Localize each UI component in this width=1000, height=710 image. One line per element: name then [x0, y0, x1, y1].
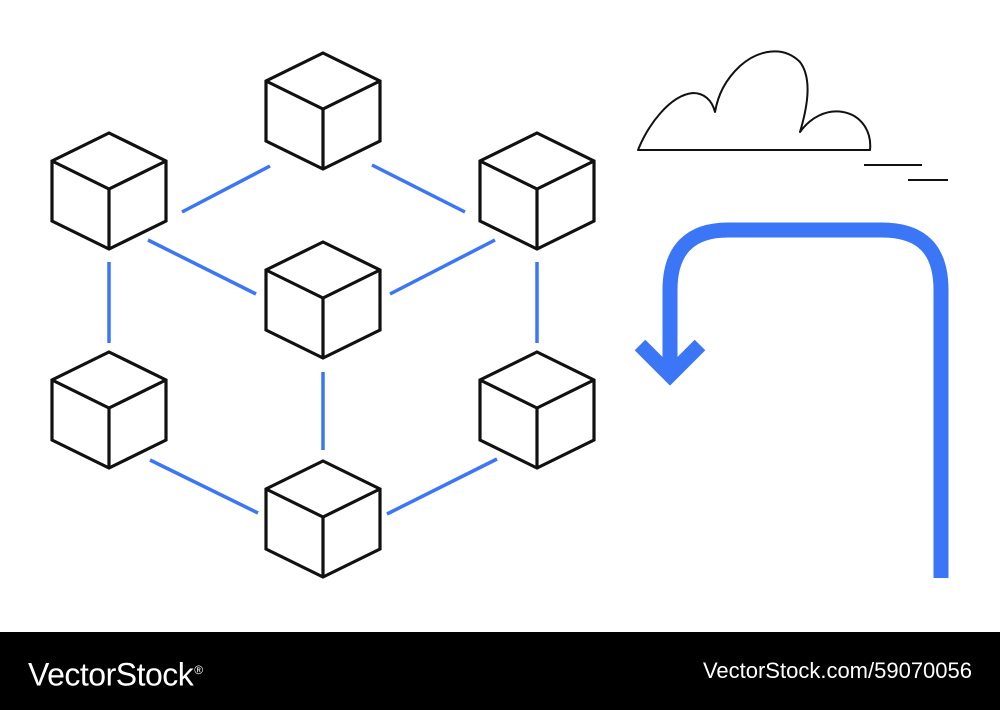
cube-node-icon [478, 131, 596, 251]
registered-mark: ® [194, 663, 203, 677]
cube-node-icon [478, 350, 596, 470]
cube-node-icon [264, 51, 382, 171]
connector-right-center [389, 238, 496, 296]
connector-left-center [147, 238, 257, 296]
watermark-footer: VectorStock® VectorStock.com/59070056 [0, 632, 1000, 710]
cube-node-icon [50, 350, 168, 470]
connector-top-right [371, 163, 466, 214]
cube-node-icon [50, 131, 168, 251]
cube-node-icon [264, 459, 382, 579]
connector-bottom-left [149, 458, 259, 515]
brand-logo: VectorStock® [28, 650, 203, 695]
brand-name: VectorStock [28, 656, 194, 693]
cloud-icon [637, 50, 872, 151]
network-nodes [50, 51, 596, 579]
speed-lines-icon [864, 164, 948, 181]
connector-bottom-right [386, 457, 498, 516]
curved-arrow-icon [634, 222, 949, 578]
image-reference: VectorStock.com/59070056 [702, 658, 972, 683]
network-connectors [107, 163, 539, 516]
blockchain-cloud-illustration [50, 50, 949, 579]
connector-top-left [181, 164, 271, 214]
cube-node-icon [264, 240, 382, 360]
